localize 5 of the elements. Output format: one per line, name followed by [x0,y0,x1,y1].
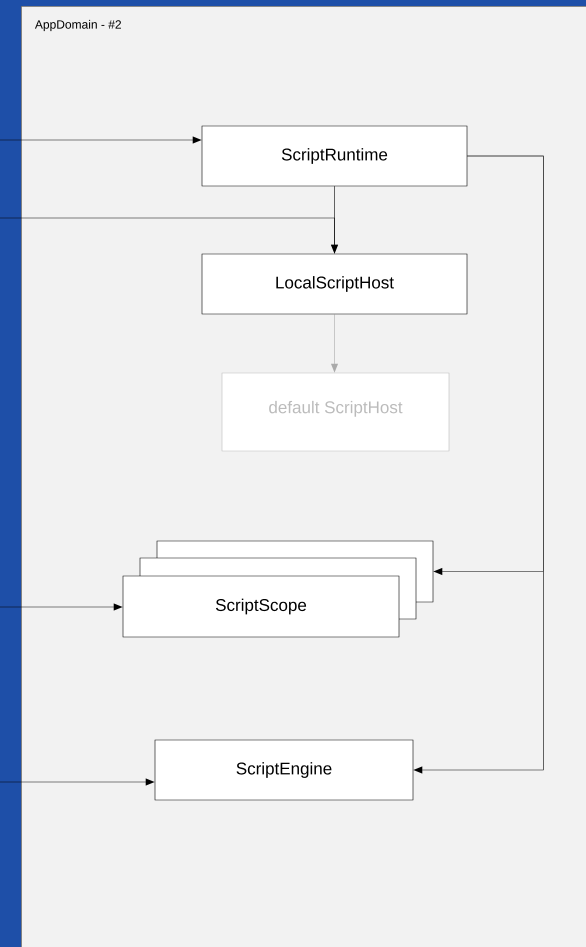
process-box: ScriptEngine [154,740,414,800]
process-box: ScriptRuntime [202,126,468,186]
process-box: default ScriptHost [222,372,450,452]
process-box: ScriptScope [122,576,400,638]
process-box: LocalScriptHost [202,254,468,314]
